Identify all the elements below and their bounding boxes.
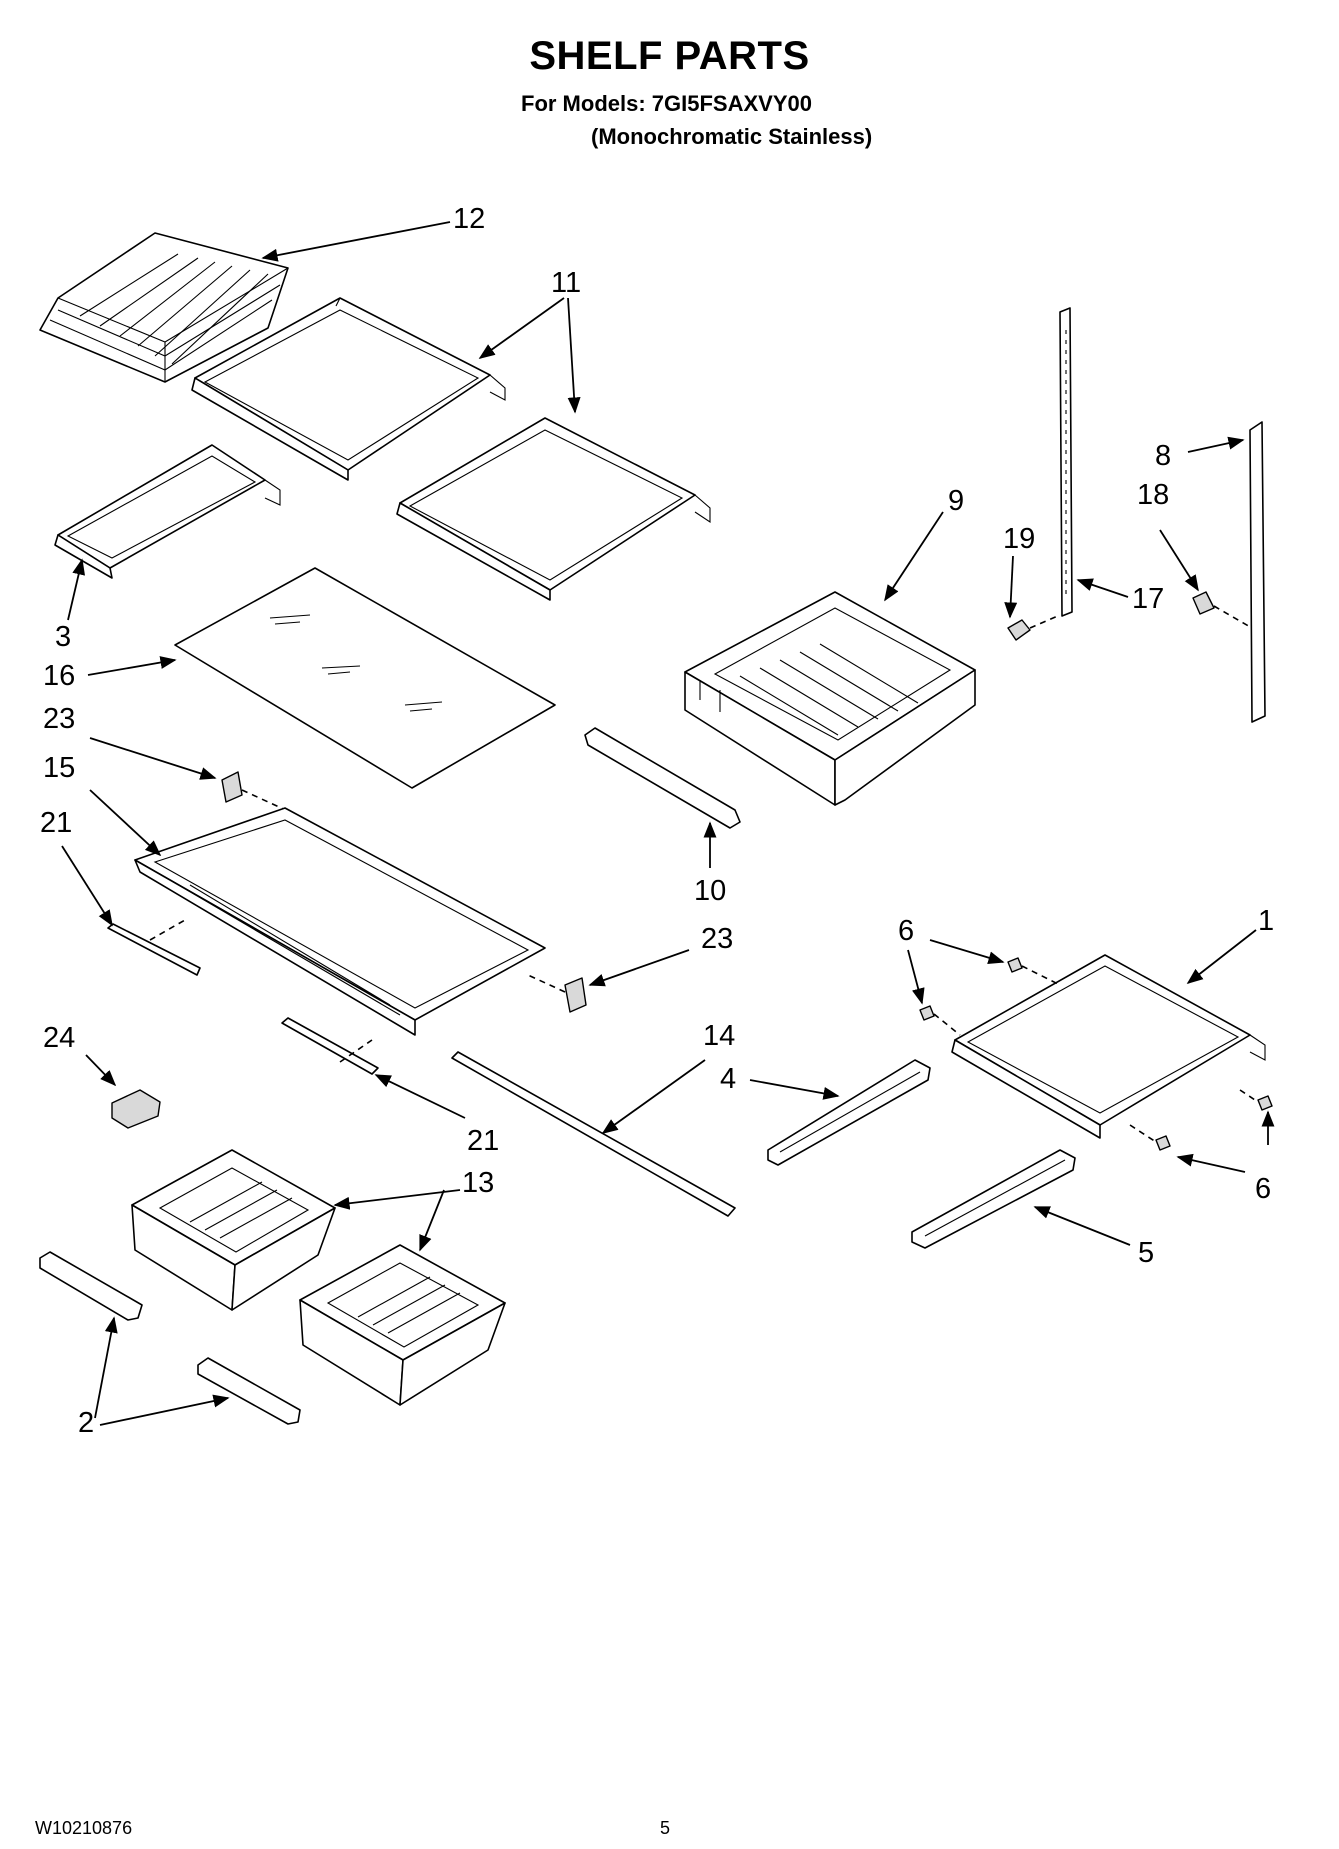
part-21-right-slide	[281, 1017, 379, 1075]
callout-3: 3	[55, 621, 71, 653]
document-number: W10210876	[35, 1818, 133, 1838]
callout-18: 18	[1137, 479, 1169, 511]
callout-24: 24	[43, 1022, 75, 1054]
part-13-upper-bin	[131, 1149, 336, 1311]
callout-2: 2	[78, 1407, 94, 1439]
callout-23-lower: 23	[701, 923, 733, 955]
callout-23-upper: 23	[43, 703, 75, 735]
callout-6-upper: 6	[898, 915, 914, 947]
callout-21-right: 21	[467, 1125, 499, 1157]
callout-9: 9	[948, 485, 964, 517]
part-16-glass-panel	[174, 567, 556, 789]
callout-13: 13	[462, 1167, 494, 1199]
callout-6-lower: 6	[1255, 1173, 1271, 1205]
part-14-long-rail	[451, 1051, 736, 1217]
part-10-trim	[584, 727, 741, 829]
page-title: SHELF PARTS	[529, 34, 810, 78]
part-9-crisper-drawer	[684, 591, 976, 806]
callout-21-left: 21	[40, 807, 72, 839]
callout-17: 17	[1132, 583, 1164, 615]
callout-1: 1	[1258, 905, 1274, 937]
part-6-screws	[919, 957, 1273, 1151]
callout-8: 8	[1155, 440, 1171, 472]
part-23-right-clip	[527, 974, 587, 1013]
part-21-left-slide	[107, 919, 201, 976]
callout-11: 11	[551, 267, 581, 299]
part-17-vertical-rail	[1059, 307, 1073, 617]
part-5-slide	[911, 1149, 1076, 1249]
callout-4: 4	[720, 1063, 736, 1095]
callout-19: 19	[1003, 523, 1035, 555]
callout-16: 16	[43, 660, 75, 692]
part-13-lower-bin	[299, 1244, 506, 1406]
part-8-vertical-rail	[1249, 421, 1266, 723]
part-11-lower-shelf	[396, 417, 711, 601]
variant-line: (Monochromatic Stainless)	[591, 124, 873, 149]
callout-5: 5	[1138, 1237, 1154, 1269]
callout-15: 15	[43, 752, 75, 784]
callout-12: 12	[453, 203, 485, 235]
part-2-left-handle	[39, 1251, 143, 1321]
part-11-upper-shelf	[191, 297, 506, 481]
part-3-small-shelf	[54, 444, 281, 579]
part-18-screw	[1192, 591, 1253, 629]
part-24-clip	[111, 1089, 161, 1129]
part-15-shelf-frame	[134, 807, 546, 1036]
callout-10: 10	[694, 875, 726, 907]
models-line: For Models: 7GI5FSAXVY00	[521, 91, 812, 116]
part-23-upper-clip	[221, 771, 291, 813]
part-19-screw	[1007, 614, 1061, 641]
page-number: 5	[660, 1818, 671, 1838]
part-2-right-handle	[197, 1357, 301, 1425]
part-4-slide	[767, 1059, 931, 1166]
leader-lines	[61, 221, 1275, 1426]
callout-14: 14	[703, 1020, 735, 1052]
part-1-shelf	[951, 954, 1266, 1139]
part-12-wire-basket	[39, 232, 289, 383]
